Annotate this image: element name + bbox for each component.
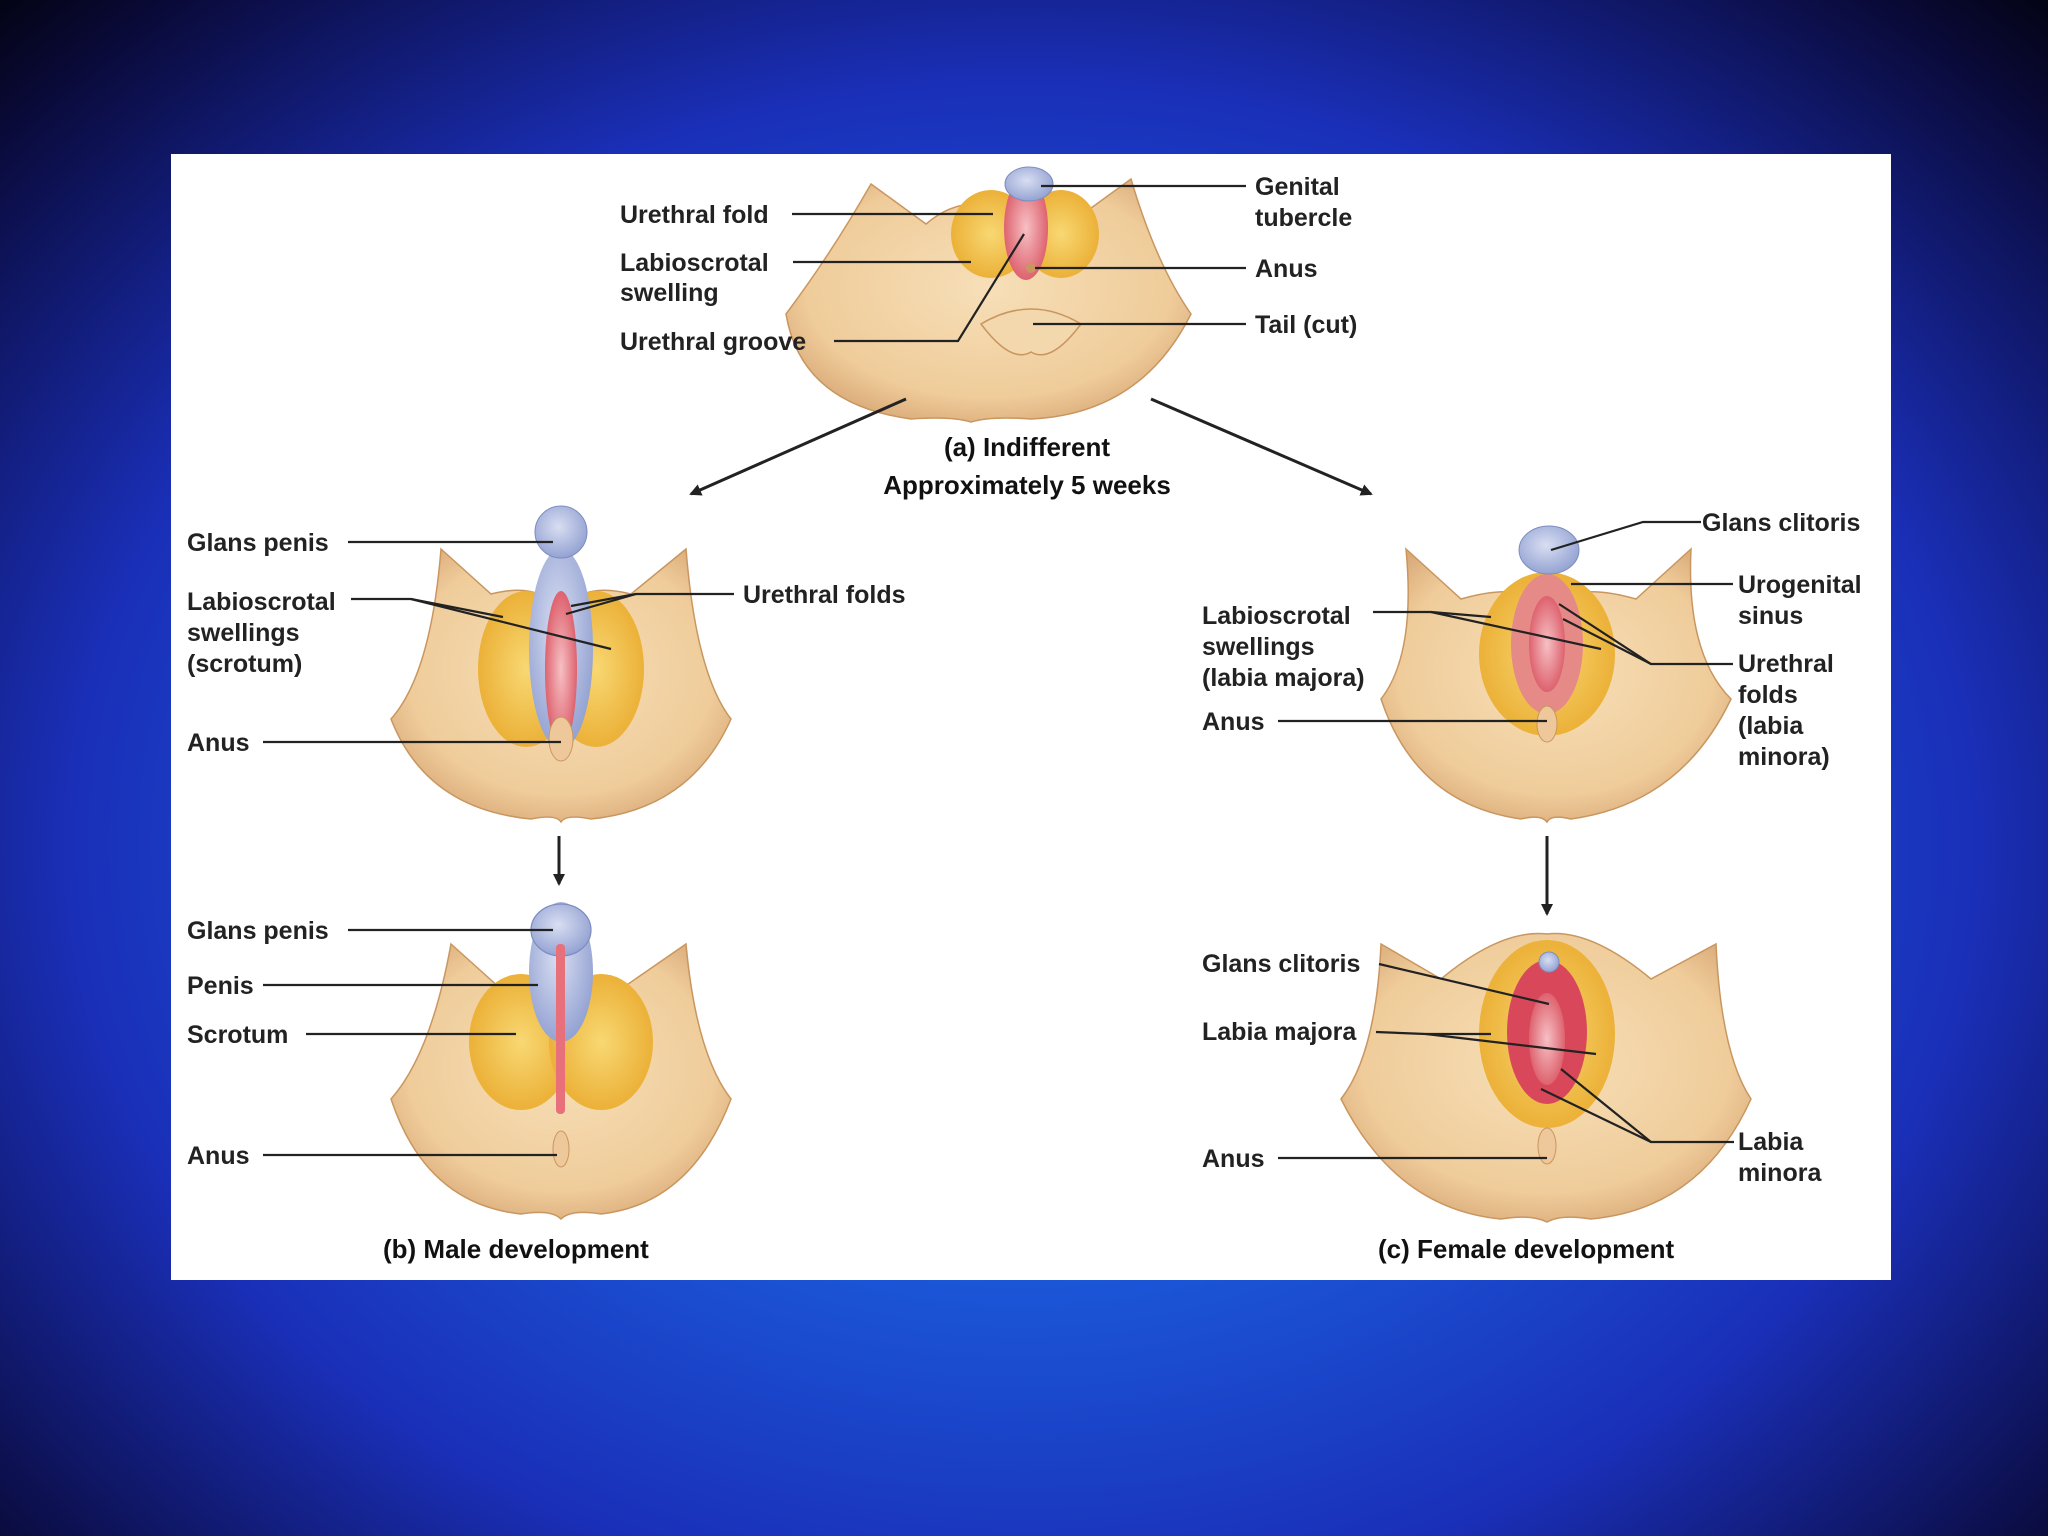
label-glans-clitoris-early: Glans clitoris [1702, 509, 1860, 537]
male-early-urethral-folds [545, 591, 577, 747]
arrow-to-female [1150, 397, 1373, 496]
label-urogenital-sinus-line2: sinus [1738, 602, 1803, 630]
caption-male-development: (b) Male development [383, 1234, 649, 1264]
male-early-perineum [548, 716, 574, 762]
indifferent-urethral-fold [1004, 176, 1048, 280]
indifferent-illustration [785, 166, 1192, 423]
female-early-illustration [1380, 525, 1732, 824]
label-urethral-folds-line3: (labia [1738, 712, 1804, 740]
label-urethral-folds-line4: minora) [1738, 743, 1830, 771]
label-labioscrotal-swelling-line2: swelling [620, 279, 719, 307]
label-urethral-folds-line2: folds [1738, 681, 1798, 709]
label-glans-penis-early: Glans penis [187, 529, 329, 557]
label-anus-male-early: Anus [187, 729, 250, 757]
male-developed-illustration [390, 902, 732, 1221]
label-labioscrotal-swellings-line1: Labioscrotal [187, 588, 336, 616]
indifferent-genital-tubercle [1004, 166, 1054, 202]
label-urethral-fold: Urethral fold [620, 201, 769, 229]
label-labioscrotal-swellings-line2: swellings [187, 619, 300, 647]
arrow-to-male [689, 397, 907, 496]
label-labia-majora: Labia majora [1202, 1018, 1357, 1046]
label-penis: Penis [187, 972, 254, 1000]
label-anus-female-early: Anus [1202, 708, 1265, 736]
label-tail-cut: Tail (cut) [1255, 311, 1357, 339]
caption-indifferent: (a) Indifferent [944, 432, 1110, 462]
label-anus-a: Anus [1255, 255, 1318, 283]
label-genital-tubercle-line1: Genital [1255, 173, 1340, 201]
label-genital-tubercle-line2: tubercle [1255, 204, 1352, 232]
female-developed-illustration [1340, 932, 1752, 1223]
label-labioscrotal-female-line3: (labia majora) [1202, 664, 1365, 692]
indifferent-tail [979, 308, 1083, 356]
caption-female-development: (c) Female development [1378, 1234, 1675, 1264]
label-anus-male-developed: Anus [187, 1142, 250, 1170]
female-developed-vestibule [1529, 993, 1565, 1085]
label-labioscrotal-swelling-line1: Labioscrotal [620, 249, 769, 277]
female-early-glans-clitoris [1518, 525, 1580, 575]
label-scrotum: Scrotum [187, 1021, 288, 1049]
diagram-panel: Urethral fold Labioscrotal swelling Uret… [171, 154, 1891, 1280]
label-labioscrotal-female-line2: swellings [1202, 633, 1315, 661]
label-urethral-groove: Urethral groove [620, 328, 806, 356]
male-developed-raphe [556, 944, 565, 1114]
male-developed-perineum [552, 1130, 570, 1168]
label-labia-minora-line1: Labia [1738, 1128, 1804, 1156]
label-labioscrotal-female-line1: Labioscrotal [1202, 602, 1351, 630]
female-early-urogenital-sinus [1529, 596, 1565, 692]
label-glans-penis-developed: Glans penis [187, 917, 329, 945]
label-urethral-folds-male: Urethral folds [743, 581, 906, 609]
development-diagram: Urethral fold Labioscrotal swelling Uret… [187, 166, 1862, 1264]
label-labioscrotal-swellings-line3: (scrotum) [187, 650, 302, 678]
male-early-glans [534, 505, 588, 559]
male-early-illustration [390, 505, 732, 824]
label-labia-minora-line2: minora [1738, 1159, 1822, 1187]
label-urethral-folds-line1: Urethral [1738, 650, 1834, 678]
label-urogenital-sinus-line1: Urogenital [1738, 571, 1862, 599]
caption-approximately-5-weeks: Approximately 5 weeks [883, 470, 1171, 500]
label-glans-clitoris-developed: Glans clitoris [1202, 950, 1360, 978]
label-anus-female-developed: Anus [1202, 1145, 1265, 1173]
indifferent-anus [1026, 263, 1036, 273]
female-developed-glans-clitoris [1538, 951, 1560, 973]
female-developed-perineum [1537, 1127, 1557, 1165]
female-early-perineum [1536, 705, 1558, 743]
